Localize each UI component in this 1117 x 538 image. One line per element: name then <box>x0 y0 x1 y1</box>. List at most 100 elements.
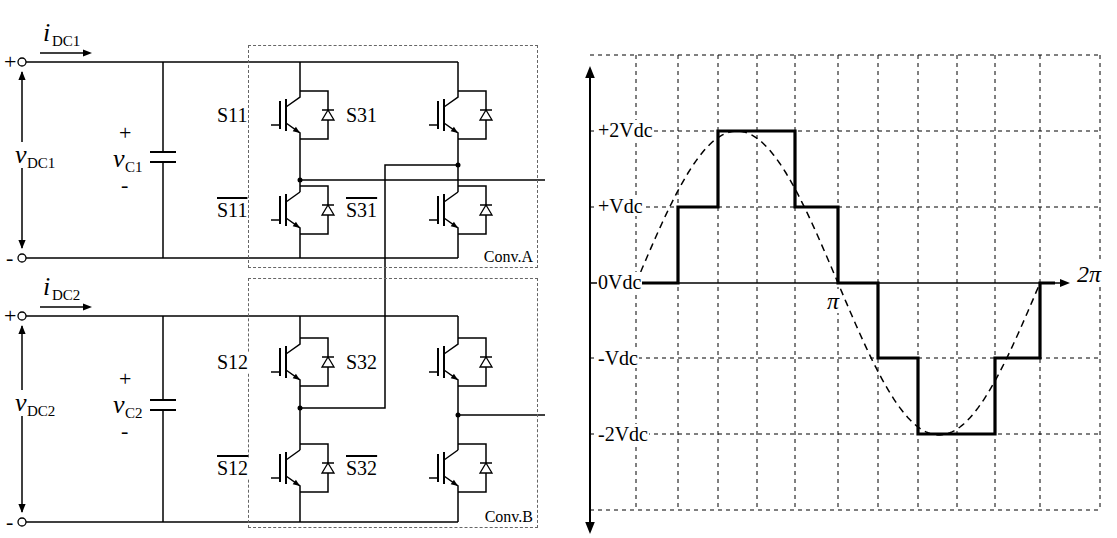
grid-line <box>590 55 1100 56</box>
igbt-collector <box>286 192 300 202</box>
igbt-body <box>285 194 287 226</box>
diode-wire <box>458 186 486 234</box>
switch-name: S31 <box>345 105 378 125</box>
igbt-emitter <box>444 123 458 192</box>
level-label: +Vdc <box>597 196 644 216</box>
igbt-body <box>443 194 445 226</box>
capacitor-lead <box>162 62 164 152</box>
converter-label: Conv.A <box>484 249 533 265</box>
current-symbol: i <box>42 20 51 46</box>
arrow-head <box>585 522 595 534</box>
terminal <box>18 518 26 526</box>
diode-wire <box>458 91 486 139</box>
dc-rail <box>26 257 458 259</box>
terminal <box>18 312 26 320</box>
terminal-sign: - <box>5 247 14 269</box>
subscript: C2 <box>124 406 144 421</box>
arrow-head <box>585 66 595 78</box>
igbt-gate-lead <box>429 371 438 373</box>
arrow-head <box>451 222 458 228</box>
igbt-gate-lead <box>429 477 438 479</box>
grid-line <box>590 510 1100 511</box>
igbt-gate-lead <box>271 371 280 373</box>
level-label: -2Vdc <box>597 424 649 444</box>
igbt-emitter <box>444 218 458 258</box>
igbt-collector <box>444 192 458 202</box>
converter-box: Conv.B <box>248 278 538 528</box>
terminal-sign: - <box>5 511 14 533</box>
dc-rail <box>26 315 458 317</box>
capacitor-plate <box>150 399 176 401</box>
igbt-emitter <box>286 476 300 522</box>
arrow-head <box>451 374 458 380</box>
igbt-collector <box>444 316 458 354</box>
igbt-collector <box>286 62 300 107</box>
series-connection <box>384 268 386 278</box>
current-arrow <box>40 52 88 54</box>
axis <box>589 74 591 526</box>
grid-line <box>590 131 1100 132</box>
diode-bar <box>480 462 492 464</box>
capacitor-lead <box>162 316 164 400</box>
diode-symbol <box>480 357 492 367</box>
arrow-head <box>451 127 458 133</box>
diode-wire <box>458 338 486 386</box>
switch-name: S32 <box>345 352 378 372</box>
grid-line <box>590 207 1100 208</box>
arrow-head <box>293 222 300 228</box>
igbt-emitter <box>444 370 458 450</box>
igbt-body <box>285 452 287 484</box>
igbt-emitter <box>286 123 300 192</box>
switch-name: S12 <box>216 352 249 372</box>
converter-label: Conv.B <box>485 509 533 525</box>
igbt-emitter <box>444 476 458 522</box>
igbt-collector <box>444 62 458 107</box>
arrow-head <box>18 71 25 80</box>
switch-name: S11 <box>216 105 248 125</box>
igbt-gate-lead <box>271 477 280 479</box>
diode-symbol <box>322 357 334 367</box>
diode-bar <box>480 356 492 358</box>
igbt-gate-lead <box>429 124 438 126</box>
diode-wire <box>300 338 328 386</box>
angle-label: π <box>826 289 840 313</box>
diode-bar <box>322 204 334 206</box>
diode-symbol <box>322 110 334 120</box>
diode-bar <box>480 204 492 206</box>
diode-wire <box>458 444 486 492</box>
igbt-collector <box>286 450 300 460</box>
diode-symbol <box>322 463 334 473</box>
output-wire <box>458 414 545 416</box>
arrow-head <box>18 325 25 334</box>
arrow-head <box>293 374 300 380</box>
dc-rail <box>26 61 458 63</box>
diode-bar <box>322 109 334 111</box>
igbt-body <box>443 346 445 378</box>
dc-rail <box>26 521 458 523</box>
igbt-emitter <box>286 218 300 258</box>
arrow-head <box>83 303 92 310</box>
diode-wire <box>300 444 328 492</box>
capacitor-plate <box>150 151 176 153</box>
switch-name: S31 <box>345 200 378 220</box>
switch-name: S32 <box>345 458 378 478</box>
igbt-body <box>443 452 445 484</box>
level-label: +2Vdc <box>597 120 654 140</box>
series-wire <box>385 165 458 268</box>
diode-wire <box>300 186 328 234</box>
level-label: -Vdc <box>597 348 639 368</box>
diode-bar <box>322 356 334 358</box>
polarity-sign: - <box>120 420 129 442</box>
terminal <box>18 254 26 262</box>
arrow-head <box>83 49 92 56</box>
converter-box: Conv.A <box>248 45 538 268</box>
grid-line <box>590 434 1100 435</box>
terminal-sign: + <box>3 305 17 327</box>
diode-bar <box>480 109 492 111</box>
current-arrow <box>40 306 88 308</box>
arrow-head <box>293 127 300 133</box>
subscript: DC2 <box>26 404 56 419</box>
